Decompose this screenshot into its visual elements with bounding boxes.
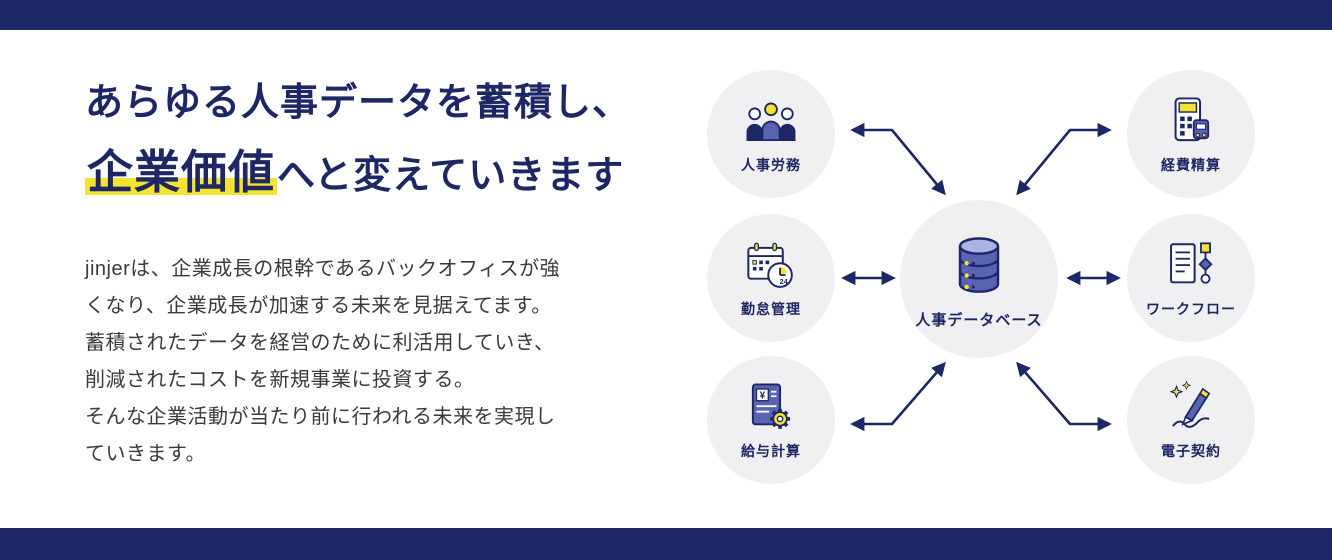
node-label: 電子契約 xyxy=(1161,443,1221,459)
pen-signature-icon xyxy=(1169,380,1211,428)
database-icon xyxy=(958,236,1000,293)
diagram-node-hr-database: 人事データベース xyxy=(900,200,1058,358)
yen-gear-icon: ¥ xyxy=(751,383,791,429)
calculator-train-icon xyxy=(1174,97,1210,142)
hero-paragraph: jinjerは、企業成長の根幹であるバックオフィスが強 くなり、企業成長が加速す… xyxy=(85,251,650,473)
heading-emphasis-highlight: 企業価値 xyxy=(85,147,277,198)
page-title: あらゆる人事データを蓄積し、 企業価値へと変えていきます xyxy=(85,68,650,211)
diagram-node-hr-labor: 人事労務 xyxy=(707,70,835,198)
paragraph-line: 削減されたコストを新規事業に投資する。 xyxy=(85,369,475,391)
node-label: 経費精算 xyxy=(1161,157,1221,173)
paragraph-line: jinjerは、企業成長の根幹であるバックオフィスが強 xyxy=(85,258,561,280)
paragraph-line: くなり、企業成長が加速する未来を見据えてます。 xyxy=(85,295,552,317)
yen-symbol: ¥ xyxy=(760,390,766,401)
top-navy-bar xyxy=(0,0,1332,30)
node-label: 勤怠管理 xyxy=(741,301,801,317)
people-icon xyxy=(746,102,796,142)
node-label: 人事労務 xyxy=(741,157,801,173)
node-label: ワークフロー xyxy=(1146,301,1236,317)
bottom-navy-bar xyxy=(0,528,1332,560)
diagram-node-workflow: ワークフロー xyxy=(1127,214,1255,342)
paragraph-line: そんな企業活動が当たり前に行われる未来を実現し xyxy=(85,406,556,428)
paragraph-line: ていきます。 xyxy=(85,443,206,465)
connector-arrows xyxy=(841,122,1121,432)
heading-line1: あらゆる人事データを蓄積し、 xyxy=(85,82,632,124)
diagram-node-attendance: 24 勤怠管理 xyxy=(707,214,835,342)
diagram-node-econtract: 電子契約 xyxy=(1127,356,1255,484)
diagram-node-expenses: 経費精算 xyxy=(1127,70,1255,198)
calendar-clock-icon: 24 xyxy=(747,242,793,288)
node-label: 給与計算 xyxy=(741,443,801,459)
clock-24-badge: 24 xyxy=(780,277,788,286)
hr-database-diagram: 人事労務 経費精算 xyxy=(660,30,1332,530)
center-node-label: 人事データベース xyxy=(915,311,1043,329)
diagram-node-payroll: ¥ 給 xyxy=(707,356,835,484)
workflow-icon xyxy=(1170,242,1213,284)
paragraph-line: 蓄積されたデータを経営のために利活用していき、 xyxy=(85,332,555,354)
hero-copy: あらゆる人事データを蓄積し、 企業価値へと変えていきます jinjerは、企業成… xyxy=(85,68,650,473)
heading-line2-rest: へと変えていきます xyxy=(277,155,625,197)
